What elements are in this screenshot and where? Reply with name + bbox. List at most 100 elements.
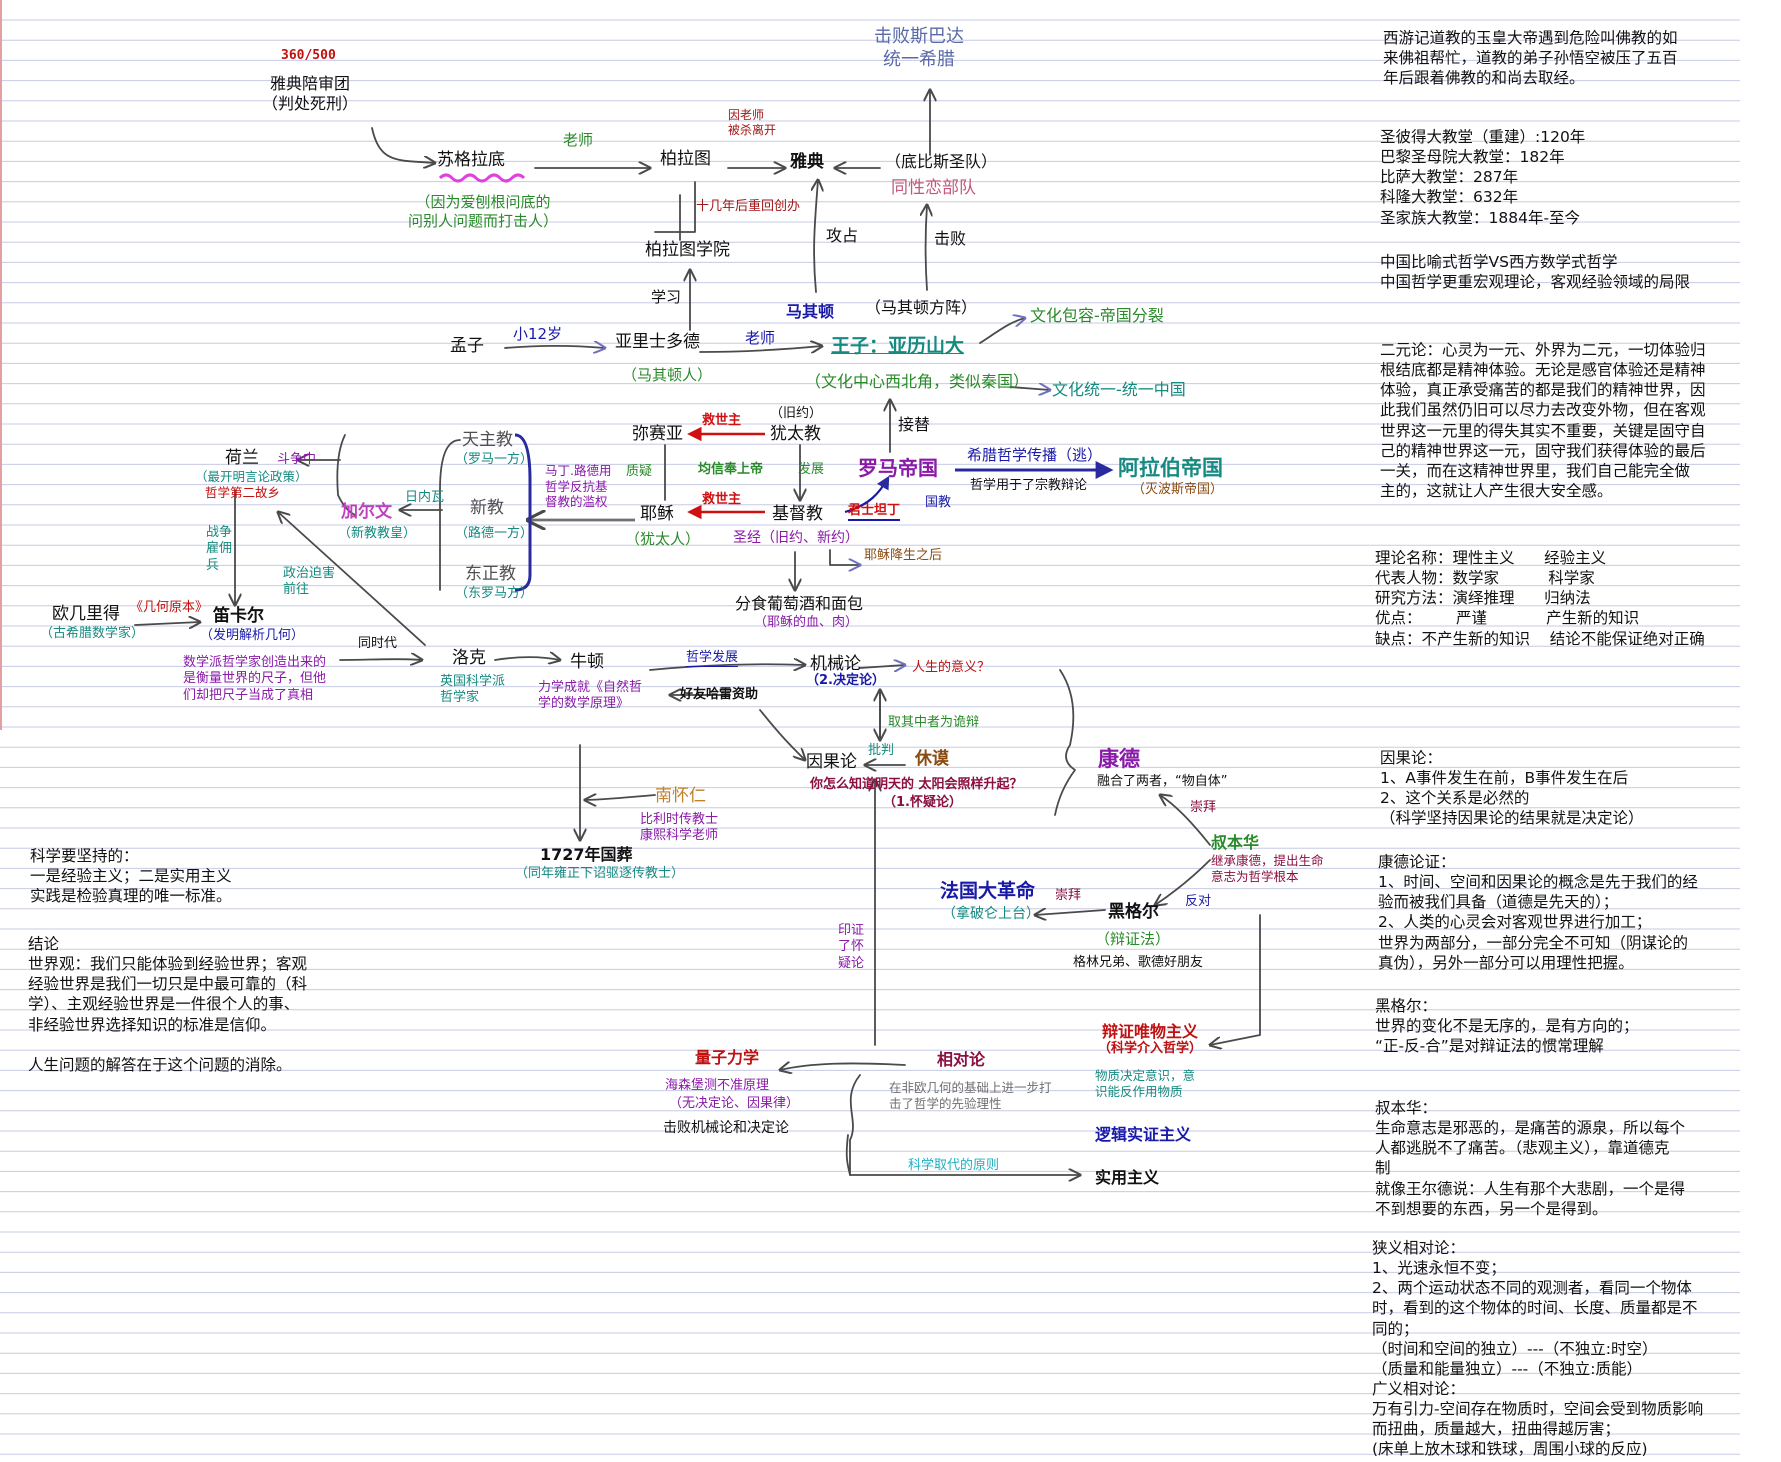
plato-return-note: 十几年后重回创办: [696, 199, 801, 214]
after-jesus: 耶稣降生之后: [864, 548, 943, 563]
label-state-religion: 国教: [925, 495, 952, 510]
mechanism: 机械论: [810, 654, 861, 674]
note-hegel: 黑格尔： 世界的变化不是无序的，是有方向的； “正-反-合”是对辩证法的惯常理解: [1375, 997, 1639, 1056]
macedon: 马其顿: [786, 302, 835, 321]
label-worship-1: 崇拜: [1190, 800, 1217, 815]
label-struggle: 斗争中: [277, 452, 317, 467]
grimm: 格林兄弟、歌德好朋友: [1073, 955, 1204, 970]
protestant-note: （路德一方）: [455, 526, 534, 541]
cultural-tolerance: 文化包容-帝国分裂: [1030, 306, 1164, 325]
macedonian: （马其顿人）: [622, 366, 713, 384]
kant-note: 融合了两者，“物自体”: [1097, 774, 1228, 789]
note-schopenhauer: 叔本华： 生命意志是邪恶的，是痛苦的源泉，所以每个 人都逃脱不了痛苦。（悲观主义…: [1375, 1099, 1686, 1218]
french-revolution: 法国大革命: [940, 880, 1036, 902]
burial: 1727年国葬: [540, 845, 633, 864]
relativity: 相对论: [937, 1050, 986, 1069]
heisenberg: 海森堡测不准原理: [665, 1078, 770, 1093]
note-science-left: 科学要坚持的： 一是经验主义；二是实用主义 实践是检验真理的唯一标准。: [30, 847, 232, 906]
label-science-dev: 哲学发展: [686, 650, 739, 668]
catholic-note: （罗马一方）: [455, 452, 534, 467]
locke-note: 英国科学派 哲学家: [440, 674, 506, 706]
plato-left-note: 因老师 被杀离开: [728, 108, 777, 137]
savior-1: 救世主: [702, 413, 742, 428]
dialectical-materialism: 辩证唯物主义: [1102, 1022, 1199, 1041]
note-china-philosophy: 中国比喻式哲学VS西方数学式哲学 中国哲学更重宏观理论，客观经验领域的局限: [1380, 253, 1691, 292]
note-dualism: 二元论：心灵为一元、外界为二元，一切体验归 根结底都是精神体验。无论是感官体验还…: [1380, 341, 1706, 500]
hume-note: （1.怀疑论）: [883, 795, 962, 810]
note-cathedrals: 圣彼得大教堂（重建）:120年 巴黎圣母院大教堂：182年 比萨大教堂：287年…: [1380, 128, 1586, 227]
label-study: 学习: [651, 288, 682, 306]
hume-question: 你怎么知道明天的 太阳会照样升起？: [810, 777, 1023, 792]
note-kant-argument: 康德论证： 1、时间、空间和因果论的概念是先于我们的经 验而被我们具备（道德是先…: [1378, 853, 1698, 972]
calvin: 加尔文: [341, 502, 392, 522]
socrates: 苏格拉底: [437, 150, 505, 170]
greek-spread: 希腊哲学传播（逃）: [967, 446, 1103, 464]
mechanism-note: （2.决定论）: [806, 673, 885, 688]
causality: 因果论: [806, 752, 857, 772]
sacred-band: 同性恋部队: [891, 178, 976, 198]
netherlands: 荷兰: [225, 448, 259, 468]
label-sun: 日内瓦: [405, 490, 445, 505]
note-conclusion: 结论 世界观：我们只能体验到经验世界；客观 经验世界是我们一切只是中最可靠的（科…: [28, 935, 308, 1074]
burial-note: （同年雍正下诏驱逐传教士）: [515, 866, 685, 881]
athens-jury: 雅典陪审团 （判处死刑）: [262, 74, 359, 113]
label-worship-2: 崇拜: [1055, 888, 1082, 903]
kant: 康德: [1098, 746, 1140, 771]
quantum: 量子力学: [695, 1048, 760, 1067]
plato: 柏拉图: [660, 149, 711, 169]
hume: 休谟: [915, 749, 949, 769]
note-theory-table: 理论名称：理性主义 经验主义 代表人物：数学家 科学家 研究方法：演绎推理 归纳…: [1375, 549, 1705, 648]
jewish: （犹太人）: [625, 530, 701, 548]
dialectic: （辩证法）: [1095, 930, 1171, 948]
note-causality: 因果论： 1、A事件发生在前，B事件发生在后 2、这个关系是必然的 （科学坚持因…: [1380, 749, 1644, 828]
jesus: 耶稣: [640, 504, 674, 524]
political: 政治迫害 前往: [283, 566, 336, 598]
judaism: 犹太教: [770, 424, 821, 444]
pragmatism: 实用主义: [1095, 1168, 1160, 1187]
euclid: 欧几里得: [52, 604, 120, 624]
compromise: 取其中者为诡辩: [888, 715, 980, 730]
nan-note: 比利时传教士 康熙科学老师: [640, 812, 719, 844]
war-mercenary: 战争 雇佣 兵: [206, 525, 233, 573]
hegel: 黑格尔: [1108, 902, 1159, 922]
calvin-note: （新教教皇）: [338, 526, 417, 541]
score: 360/500: [281, 48, 336, 63]
label-criticize: 批判: [868, 743, 895, 758]
byzantine: （灭波斯帝国）: [1132, 482, 1224, 497]
logical-positivism: 逻辑实证主义: [1095, 1125, 1192, 1144]
locke: 洛克: [452, 648, 486, 668]
savior-2: 救世主: [702, 492, 742, 507]
bible: 圣经（旧约、新约）: [733, 530, 859, 546]
luther-note: 马丁.路德用 哲学反抗基 督教的滥权: [545, 463, 612, 510]
mencius: 孟子: [450, 336, 484, 356]
euclid-note: （古希腊数学家）: [40, 626, 145, 641]
label-teacher-2: 老师: [745, 329, 776, 347]
cultural-center: （文化中心西北角，类似秦国）: [805, 372, 1030, 391]
meaning-of-life: 人生的意义？: [912, 660, 991, 675]
catholic: 天主教: [462, 430, 513, 450]
orthodox-note: （东罗马方）: [455, 586, 534, 601]
science-principle: 科学取代的原则: [908, 1158, 1000, 1173]
netherlands-note2: 哲学第二故乡: [205, 485, 281, 500]
napoleon: （拿破仑上台）: [942, 906, 1040, 922]
newton-note: 力学成就《自然哲 学的数学原理》: [538, 680, 643, 712]
note-relativity: 狭义相对论： 1、光速永恒不变； 2、两个运动状态不同的观测者，看同一个物体 时…: [1372, 1239, 1704, 1459]
schopenhauer-note: 继承康德，提出生命 意志为哲学根本: [1211, 853, 1324, 884]
nan-huairen: 南怀仁: [655, 786, 706, 806]
messiah: 弥赛亚: [632, 424, 683, 444]
christianity: 基督教: [772, 504, 823, 524]
newton: 牛顿: [570, 652, 604, 672]
descartes: 笛卡尔: [213, 606, 264, 626]
label-question: 质疑: [626, 464, 653, 479]
verify-doubt: 印证 了怀 疑论: [838, 923, 865, 971]
halley: 好友哈雷资助: [680, 687, 759, 702]
label-occupy: 攻占: [826, 226, 859, 245]
math-school-note: 数学派哲学家创造出来的 是衡量世界的尺子，但他 们却把尺子当成了真相: [183, 655, 327, 703]
label-replace: 接替: [898, 415, 931, 434]
athens: 雅典: [790, 152, 824, 172]
cultural-unify: 文化统一-统一中国: [1052, 380, 1186, 399]
label-teacher-1: 老师: [563, 131, 594, 149]
orthodox: 东正教: [465, 564, 516, 584]
label-believe: 均信奉上帝: [698, 462, 764, 477]
